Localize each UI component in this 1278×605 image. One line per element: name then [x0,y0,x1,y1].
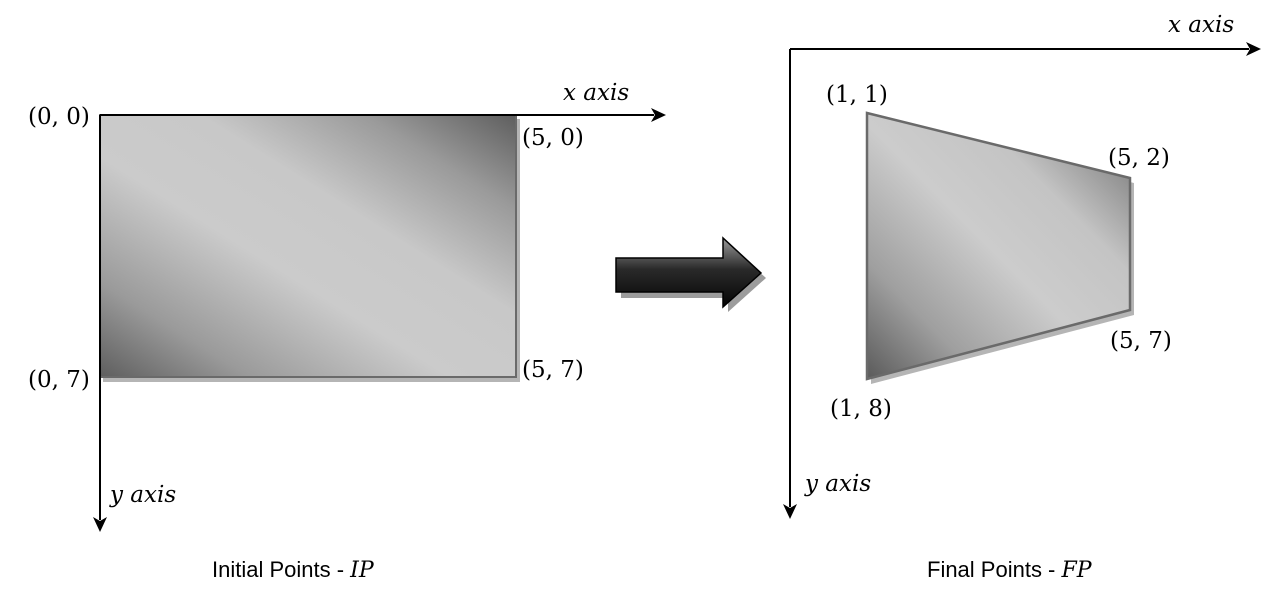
corner-label-5-0: (5, 0) [522,125,584,151]
final-caption-text: Final Points - [927,557,1062,582]
initial-x-axis-label: x axis [563,80,629,106]
initial-caption-text: Initial Points - [212,557,350,582]
final-x-axis-label: x axis [1168,12,1234,38]
final-panel: x axis y axis (1, 1) (5, 2) (5, 7) (1, 8… [783,12,1261,583]
corner-label-1-1: (1, 1) [826,82,888,108]
final-y-axis-arrowhead [783,504,797,519]
corner-label-5-2: (5, 2) [1108,145,1170,171]
initial-y-axis-arrowhead [93,517,107,532]
final-caption-symbol: FP [1061,558,1093,583]
initial-rectangle [99,114,517,378]
initial-caption: Initial Points - IP [212,557,375,583]
initial-y-axis-label: y axis [109,482,176,508]
final-y-axis-label: y axis [804,471,871,497]
initial-x-axis-arrowhead [651,108,666,122]
final-quadrilateral [865,111,1132,381]
initial-panel: x axis y axis (0, 0) (5, 0) (5, 7) (0, 7… [28,80,666,583]
corner-label-5-7-final: (5, 7) [1110,328,1172,354]
corner-label-0-0: (0, 0) [28,104,90,130]
final-caption: Final Points - FP [927,557,1093,583]
transform-arrow [615,236,766,312]
corner-label-0-7: (0, 7) [28,367,90,393]
corner-label-1-8: (1, 8) [830,396,892,422]
right-arrow-icon [615,236,763,309]
final-x-axis-arrowhead [1246,42,1261,56]
corner-label-5-7: (5, 7) [522,357,584,383]
initial-caption-symbol: IP [349,558,375,583]
